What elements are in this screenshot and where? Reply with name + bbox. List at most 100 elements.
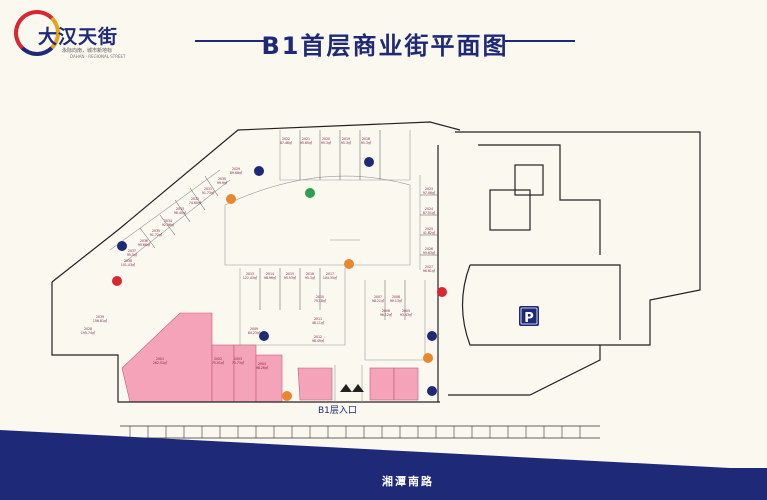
highlighted-shops bbox=[121, 312, 419, 403]
marker-garden-icon[interactable] bbox=[344, 259, 354, 269]
shop-2037-number: 2037 bbox=[128, 249, 136, 253]
shop-2013-number: 2013 bbox=[246, 272, 254, 276]
shop-2001-fill[interactable] bbox=[121, 312, 213, 403]
shop-2005-number: 2005 bbox=[402, 309, 410, 313]
shop-2019-area: 95.3㎡ bbox=[341, 140, 352, 145]
shop-2002-fill[interactable] bbox=[211, 344, 235, 403]
shop-2004-fill[interactable] bbox=[255, 354, 283, 403]
shop-2025-number: 2025 bbox=[425, 227, 433, 231]
shop-2026-area: 95.63㎡ bbox=[423, 250, 436, 255]
shop-2029-area: 89.68㎡ bbox=[230, 170, 243, 175]
marker-garden-icon[interactable] bbox=[226, 194, 236, 204]
road-band bbox=[0, 425, 767, 500]
shop-2034-number: 2034 bbox=[164, 219, 172, 223]
shop-2032-number: 2032 bbox=[191, 197, 199, 201]
shop-2020-area: 95.3㎡ bbox=[321, 140, 332, 145]
shop-2035-number: 2035 bbox=[152, 229, 160, 233]
entrance-arrows-icon bbox=[340, 384, 364, 392]
marker-wc-icon[interactable] bbox=[437, 287, 447, 297]
marker-garden-icon[interactable] bbox=[282, 391, 292, 401]
shop-2016-area: 95.3㎡ bbox=[305, 275, 316, 280]
marker-elevator-icon[interactable] bbox=[427, 386, 437, 396]
road-navy-band bbox=[0, 430, 767, 500]
shop-2021-area: 95.65㎡ bbox=[300, 140, 313, 145]
shop-2025-area: 41.82㎡ bbox=[423, 230, 436, 235]
shop-dividers bbox=[139, 130, 438, 320]
shop-2005-area: 93.43㎡ bbox=[400, 312, 413, 317]
shop-2022-number: 2022 bbox=[282, 137, 290, 141]
shop-2027-number: 2027 bbox=[425, 265, 433, 269]
shop-2010-area: 75.18㎡ bbox=[314, 298, 327, 303]
shop-2013-fill[interactable] bbox=[369, 367, 395, 401]
marker-stairs-icon[interactable] bbox=[254, 166, 264, 176]
shop-2006-area: 96.12㎡ bbox=[380, 312, 393, 317]
shop-2028-number: 2028 bbox=[84, 327, 92, 331]
parking-sign: P bbox=[519, 306, 539, 326]
shop-2014-fill[interactable] bbox=[393, 367, 419, 401]
shop-2027-area: 96.61㎡ bbox=[423, 268, 436, 273]
shop-2015-number: 2015 bbox=[286, 272, 294, 276]
shop-2024-area: 87.51㎡ bbox=[423, 210, 436, 215]
shop-2031-number: 2031 bbox=[204, 187, 212, 191]
facility-markers bbox=[112, 157, 447, 401]
brand-tagline: 永际向南，城市新地标 bbox=[62, 48, 113, 54]
brand-english-name: DAHAN · REGIONAL STREET bbox=[70, 54, 126, 59]
shop-2003-number: 2003 bbox=[234, 357, 242, 361]
shop-2026-number: 2026 bbox=[425, 247, 433, 251]
marker-garden-icon[interactable] bbox=[423, 353, 433, 363]
marker-elevator-icon[interactable] bbox=[117, 241, 127, 251]
shop-2020-number: 2020 bbox=[322, 137, 330, 141]
shop-2015-area: 95.53㎡ bbox=[284, 275, 297, 280]
shop-2001-number: 2001 bbox=[156, 357, 164, 361]
shop-2023-number: 2023 bbox=[425, 187, 433, 191]
shop-2003-fill[interactable] bbox=[233, 344, 257, 403]
logo-ring-icon bbox=[14, 10, 60, 56]
shop-2037-area: 95.5㎡ bbox=[127, 252, 138, 257]
road-name: 湘潭南路 bbox=[382, 475, 434, 488]
shop-2009-number: 2009 bbox=[250, 327, 258, 331]
shop-2021-number: 2021 bbox=[302, 137, 310, 141]
shop-2017-area: 104.35㎡ bbox=[323, 275, 338, 280]
shop-2034-area: 92.36㎡ bbox=[162, 222, 175, 227]
shop-2039-number: 2039 bbox=[96, 315, 104, 319]
entrance-label: B1层入口 bbox=[318, 406, 357, 416]
page-title: B1首层商业街平面图 bbox=[261, 32, 509, 60]
shop-2033-area: 98.45㎡ bbox=[174, 210, 187, 215]
title-rule-right bbox=[505, 40, 575, 42]
shop-2031-area: 91.73㎡ bbox=[202, 190, 215, 195]
shop-2009-area: 84.23㎡ bbox=[248, 330, 261, 335]
building-walls bbox=[51, 121, 701, 403]
shop-2008-number: 2008 bbox=[392, 295, 400, 299]
shop-2012-fill[interactable] bbox=[297, 367, 333, 401]
road-ticks bbox=[129, 426, 581, 438]
marker-elevator-icon[interactable] bbox=[427, 331, 437, 341]
road-lane-dividers bbox=[120, 425, 600, 439]
corridor-outline bbox=[109, 130, 426, 402]
shop-2002-number: 2002 bbox=[214, 357, 222, 361]
shop-2013-area: 122.43㎡ bbox=[243, 275, 258, 280]
shop-2018-area: 95.3㎡ bbox=[361, 140, 372, 145]
marker-wc-icon[interactable] bbox=[112, 276, 122, 286]
shop-2006-number: 2006 bbox=[382, 309, 390, 313]
marker-elevator-icon[interactable] bbox=[259, 331, 269, 341]
shop-2038-area: 101.43㎡ bbox=[121, 262, 136, 267]
brand-name: 大汉天街 bbox=[38, 26, 119, 48]
shop-2008-area: 99.13㎡ bbox=[390, 298, 403, 303]
shop-2022-area: 87.48㎡ bbox=[280, 140, 293, 145]
marker-escalator-icon[interactable] bbox=[305, 188, 315, 198]
marker-stairs-icon[interactable] bbox=[364, 157, 374, 167]
shop-2016-number: 2016 bbox=[306, 272, 314, 276]
shop-2032-area: 74.65㎡ bbox=[189, 200, 202, 205]
shop-2004-number: 2004 bbox=[258, 362, 266, 366]
shop-2011-number: 2011 bbox=[314, 317, 322, 321]
shop-2010-number: 2010 bbox=[316, 295, 324, 299]
parking-sign-letter: P bbox=[524, 311, 534, 326]
shop-2018-number: 2018 bbox=[362, 137, 370, 141]
title-rule-left bbox=[195, 40, 265, 42]
shop-2029-number: 2029 bbox=[232, 167, 240, 171]
shop-2007-area: 98.21㎡ bbox=[372, 298, 385, 303]
shop-2014-area: 98.96㎡ bbox=[264, 275, 277, 280]
shop-2033-number: 2033 bbox=[176, 207, 184, 211]
shop-2030-number: 2030 bbox=[218, 177, 226, 181]
